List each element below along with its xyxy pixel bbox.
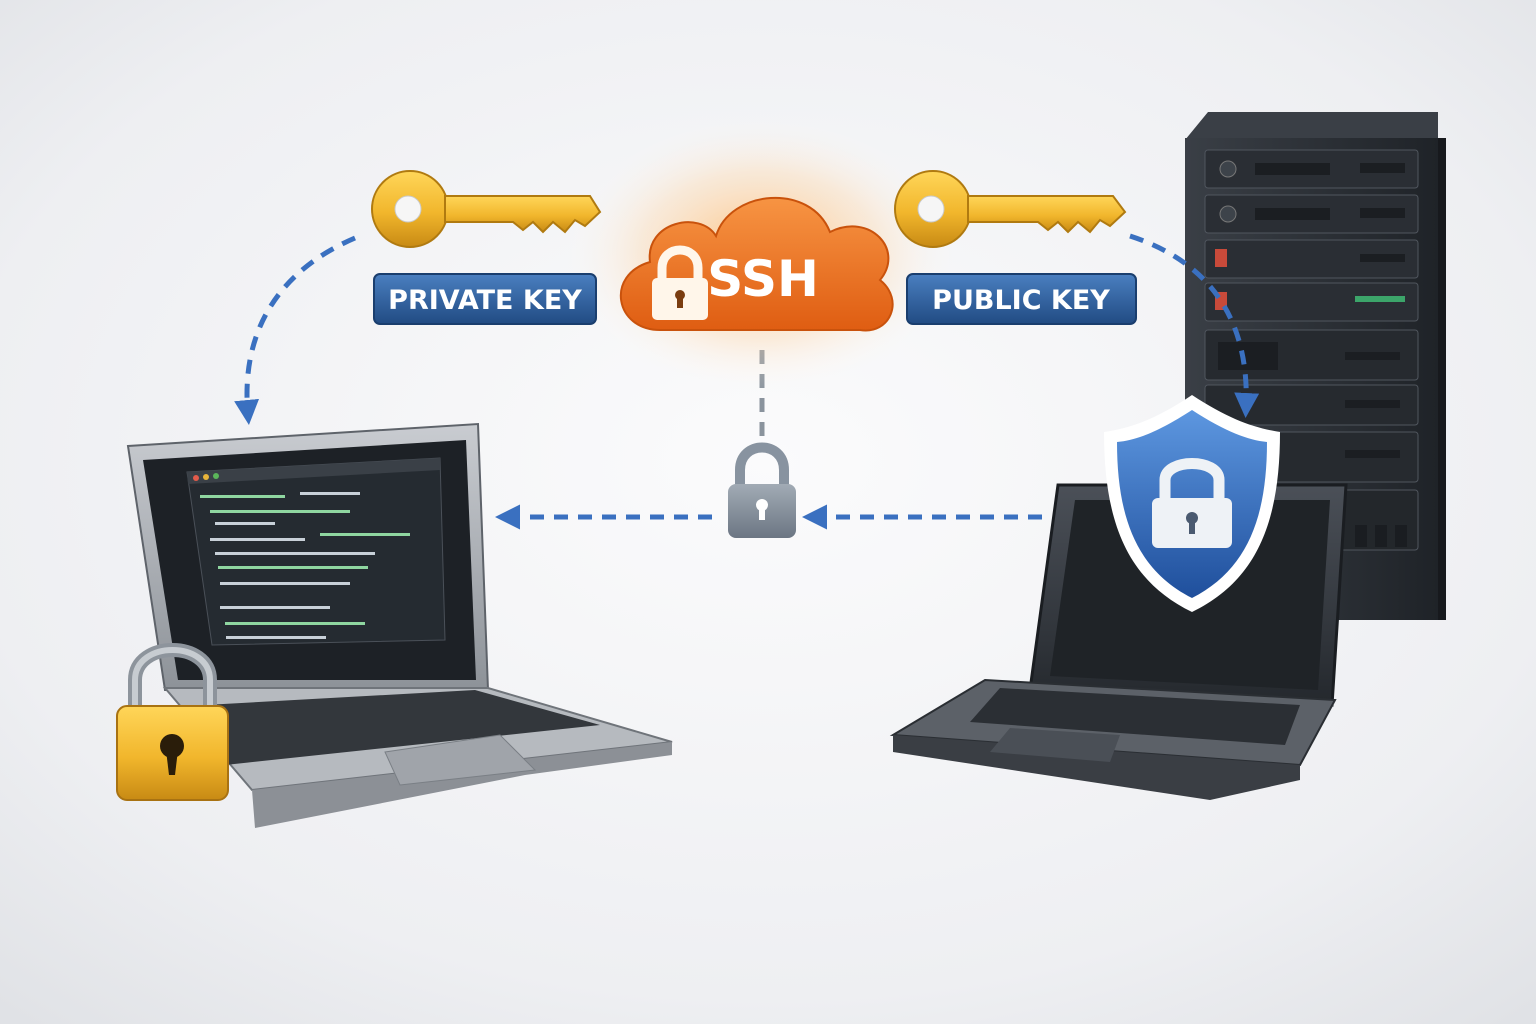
public-key-arrow	[1129, 233, 1260, 418]
ssh-label: SSH	[707, 250, 819, 308]
public-key-label: PUBLIC KEY	[906, 273, 1137, 325]
private-key-icon	[371, 170, 602, 248]
svg-text:PRIVATE KEY: PRIVATE KEY	[388, 285, 582, 316]
private-key-arrow	[234, 235, 356, 425]
transit-lock-icon	[728, 442, 796, 538]
private-key-label: PRIVATE KEY	[373, 273, 597, 325]
client-laptop-icon	[126, 422, 673, 828]
ssh-cloud-icon: SSH	[560, 115, 960, 395]
client-padlock-icon	[116, 643, 229, 801]
connection-arrows	[234, 233, 1260, 530]
terminal-window	[186, 457, 446, 646]
shield-lock-icon	[1104, 395, 1280, 612]
remote-laptop-icon	[889, 483, 1348, 800]
svg-text:PUBLIC KEY: PUBLIC KEY	[932, 285, 1110, 316]
public-key-icon	[894, 170, 1127, 248]
